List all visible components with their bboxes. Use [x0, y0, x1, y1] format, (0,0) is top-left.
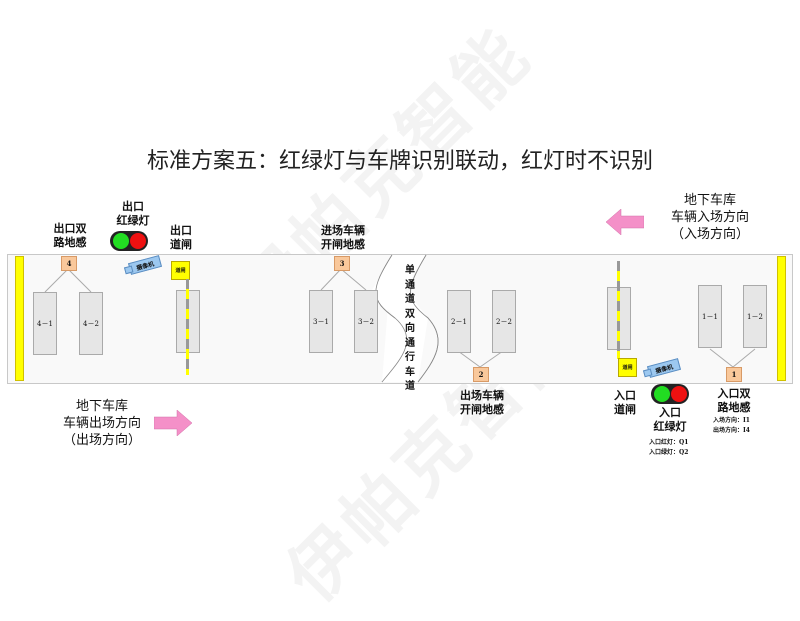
exit-traffic-light [110, 231, 148, 251]
entry-barrier-label: 入口道闸 [614, 389, 636, 416]
left-stop-line [15, 256, 24, 381]
exit-direction-arrow-icon [154, 410, 192, 436]
entry-direction-label: 地下车库 车辆入场方向 （入场方向） [670, 193, 749, 242]
exit-gate-box: 道闸 [171, 261, 190, 280]
exit-barrier-arm [186, 279, 189, 375]
red-light-icon [670, 386, 687, 402]
page-title: 标准方案五：红绿灯与车牌识别联动，红灯时不识别 [146, 149, 653, 174]
red-light-icon [129, 233, 146, 249]
green-light-icon [112, 233, 129, 249]
entry-open-loop-label: 进场车辆开闸地感 [321, 224, 365, 251]
loop-1-marker: 1 [726, 367, 742, 382]
loop-3-marker: 3 [334, 256, 350, 271]
entry-dual-loop-label: 入口双路地感 [717, 387, 751, 414]
entry-traffic-light-label: 入口红绿灯 [653, 406, 687, 433]
green-light-icon [653, 386, 670, 402]
sensor-slot-2-2: 2－2 [492, 290, 516, 353]
sensor-slot-3-2: 3－2 [354, 290, 378, 353]
sensor-slot-4-2: 4－2 [79, 292, 103, 355]
exit-dual-loop-label: 出口双路地感 [53, 222, 87, 249]
sensor-slot-1-1: 1－1 [698, 285, 722, 348]
sensor-slot-1-2: 1－2 [743, 285, 767, 348]
loop-4-marker: 4 [61, 256, 77, 271]
entry-gate-box: 道闸 [618, 358, 637, 377]
exit-traffic-light-label: 出口红绿灯 [116, 200, 150, 227]
right-stop-line [777, 256, 786, 381]
sensor-slot-4-1: 4－1 [33, 292, 57, 355]
entry-direction-arrow-icon [606, 209, 644, 235]
exit-barrier-label: 出口道闸 [170, 224, 192, 251]
exit-open-loop-label: 出场车辆开闸地感 [460, 389, 504, 416]
sensor-slot-2-1: 2－1 [447, 290, 471, 353]
entry-barrier-arm [617, 261, 620, 359]
single-lane-two-way-text: 单通道 双向通 行车道 [405, 265, 415, 392]
loop-2-marker: 2 [473, 367, 489, 382]
exit-direction-label: 地下车库 车辆出场方向 （出场方向） [62, 399, 141, 448]
sensor-slot-3-1: 3－1 [309, 290, 333, 353]
entry-traffic-light [651, 384, 689, 404]
